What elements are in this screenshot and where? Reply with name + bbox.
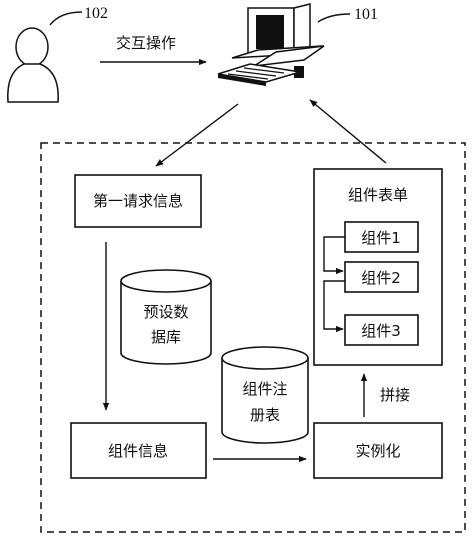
form-to-computer-arrow: [309, 99, 387, 164]
component2-to-3-connector: [323, 280, 345, 333]
preset-db-label-line1: 预设数: [143, 303, 188, 321]
first-request-box: [74, 174, 202, 228]
user-person-icon: [7, 27, 59, 103]
component3-box: [344, 314, 419, 346]
component1-to-2-connector: [323, 236, 345, 275]
component3-label: 组件3: [361, 322, 401, 340]
component-registry-cylinder: [221, 346, 309, 444]
computer-to-request-arrow: [155, 103, 239, 167]
instantiate-box: [313, 422, 443, 479]
component1-label: 组件1: [361, 229, 401, 247]
preset-database-cylinder: [120, 269, 212, 365]
preset-db-label-line2: 据库: [151, 328, 181, 346]
component1-box: [344, 221, 419, 253]
computer-ref-number: 101: [354, 6, 378, 23]
user-ref-leader: [49, 11, 83, 26]
component-info-box: [70, 422, 207, 479]
instantiate-label: 实例化: [355, 442, 400, 460]
component2-label: 组件2: [361, 269, 401, 287]
component2-box: [344, 261, 419, 293]
splice-label: 拼接: [380, 386, 410, 404]
interaction-label: 交互操作: [116, 34, 176, 52]
system-boundary: [40, 142, 466, 533]
component-form-title: 组件表单: [348, 186, 408, 204]
component-registry-label-line2: 册表: [250, 406, 280, 424]
component-info-label: 组件信息: [108, 442, 168, 460]
desktop-computer-icon: [217, 3, 325, 86]
user-ref-number: 102: [84, 5, 108, 22]
component-registry-label-line1: 组件注: [242, 380, 287, 398]
computer-ref-leader: [317, 13, 351, 23]
first-request-label: 第一请求信息: [93, 192, 183, 210]
